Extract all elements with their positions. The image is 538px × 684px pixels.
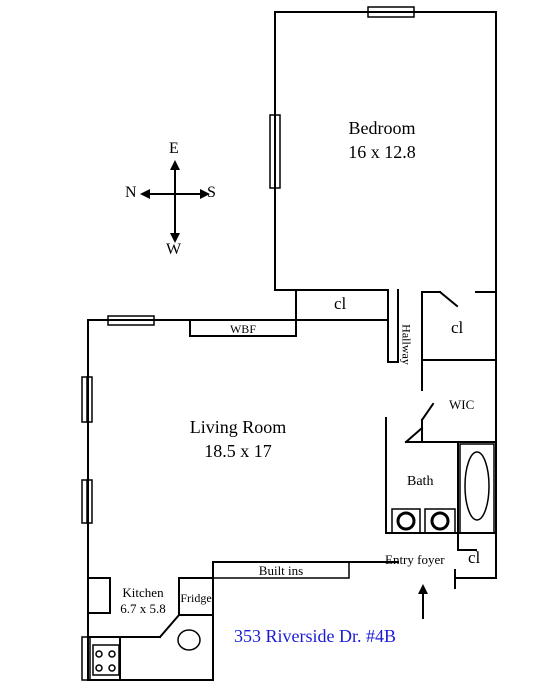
kitchen-dims: 6.7 x 5.8 xyxy=(120,601,166,616)
fireplace-label: WBF xyxy=(229,322,256,336)
bedroom-dims: 16 x 12.8 xyxy=(348,142,416,162)
compass-south: S xyxy=(207,184,216,201)
kitchen-layout xyxy=(87,577,214,681)
built-ins-label: Built ins xyxy=(258,563,304,578)
living-room-name: Living Room xyxy=(189,417,287,437)
hallway-label: Hallway xyxy=(399,324,414,365)
fridge-label: Fridge xyxy=(180,591,212,605)
bedroom-name: Bedroom xyxy=(348,118,416,138)
built-ins-box xyxy=(212,561,350,579)
south-wall xyxy=(454,291,497,589)
living-room-dims: 18.5 x 17 xyxy=(204,441,272,461)
compass-west: W xyxy=(166,241,182,258)
kitchen-name: Kitchen xyxy=(122,585,164,600)
bath-walls xyxy=(385,417,497,551)
compass-east: E xyxy=(169,140,179,157)
bath-label: Bath xyxy=(407,474,434,489)
compass-arrows xyxy=(144,164,206,239)
kitchen-label: Kitchen 6.7 x 5.8 xyxy=(112,585,174,617)
bedroom-closet-label: cl xyxy=(334,294,347,313)
entry-foyer-label: Entry foyer xyxy=(385,552,445,567)
bedroom-walls xyxy=(274,11,497,321)
windows xyxy=(81,6,415,681)
living-room-label: Living Room 18.5 x 17 xyxy=(172,415,304,463)
compass-north: N xyxy=(125,184,137,201)
fireplace-box xyxy=(189,319,297,337)
hall-closet-label: cl xyxy=(451,318,464,337)
hallway-walls xyxy=(387,289,497,444)
bedroom-label: Bedroom 16 x 12.8 xyxy=(330,116,434,164)
wic-label: WIC xyxy=(449,397,475,412)
address-label: 353 Riverside Dr. #4B xyxy=(234,626,396,646)
entry-closet-label: cl xyxy=(468,548,481,567)
